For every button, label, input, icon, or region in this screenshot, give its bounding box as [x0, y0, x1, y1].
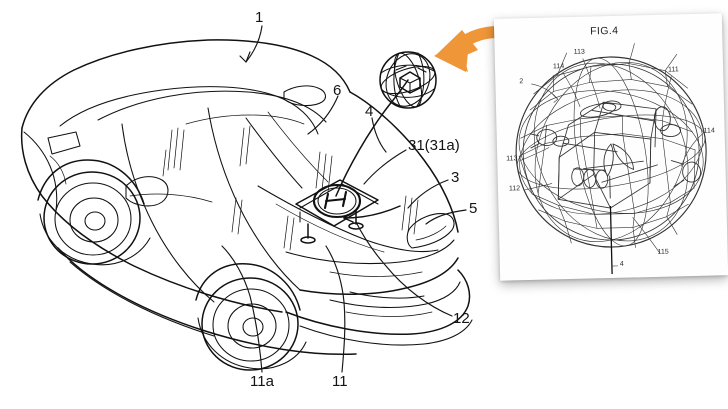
fig4-callout-4: 4	[619, 260, 624, 268]
callout-6: 6	[333, 82, 342, 99]
callout-11a: 11a	[250, 373, 274, 390]
helipad-assembly	[295, 179, 401, 244]
drone-small	[379, 51, 437, 109]
fig4-callout-113-left: 113	[506, 155, 518, 163]
fig4-callout-112: 112	[508, 185, 521, 193]
fig4-callout-113-upper: 113	[573, 48, 585, 56]
callout-5: 5	[469, 200, 478, 217]
fig4-callout-114-right: 114	[703, 127, 715, 135]
fig4-callout-114-upper-left: 114	[552, 63, 565, 71]
callout-leaders	[221, 25, 467, 373]
callout-12: 12	[453, 310, 470, 327]
callout-31: 31(31a)	[408, 137, 460, 154]
callout-4: 4	[365, 103, 374, 120]
fig4-callout-2: 2	[519, 78, 524, 86]
drone-detail-drawing	[515, 43, 707, 275]
callout-11: 11	[332, 373, 348, 390]
fig4-callout-111: 111	[668, 66, 679, 74]
callout-1: 1	[255, 9, 264, 26]
fig4-callout-115: 115	[657, 248, 669, 256]
figure-4-detail-panel: FIG.4	[493, 13, 728, 281]
callout-3: 3	[451, 169, 460, 186]
